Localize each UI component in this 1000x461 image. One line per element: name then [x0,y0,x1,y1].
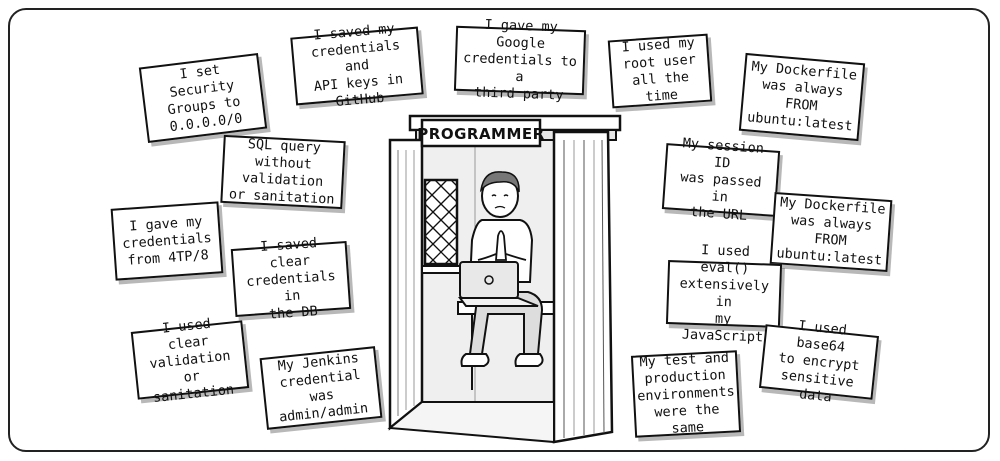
note-clear-validation: I used clear validation or sanitation [130,315,250,406]
note-text: I used base64 to encrypt sensitive data [777,317,861,405]
note-text: My Dockerfile was always FROM ubuntu:lat… [746,58,858,135]
note-root-user: I used my root user all the time [607,33,713,109]
note-dockerfile-2: My Dockerfile was always FROM ubuntu:lat… [769,191,893,273]
note-security-groups: I set Security Groups to 0.0.0.0/0 [138,52,268,144]
note-text: I saved clear credentials in the DB [245,234,337,323]
note-text: I set Security Groups to 0.0.0.0/0 [166,61,244,136]
note-eval-js: I used eval() extensively in my JavaScri… [665,242,783,345]
note-text: I gave my credentials from 4TP/8 [121,213,213,269]
note-base64: I used base64 to encrypt sensitive data [758,317,880,405]
note-text: My Dockerfile was always FROM ubuntu:lat… [775,194,887,269]
note-github-keys: I saved my credentials and API keys in G… [290,20,424,109]
note-session-id: My session ID was passed in the URL [661,135,781,223]
note-text: I saved my credentials and API keys in G… [310,20,404,110]
note-text: I used eval() extensively in my JavaScri… [679,242,770,346]
note-credentials-4tp8: I gave my credentials from 4TP/8 [110,201,224,281]
note-google-credentials: I gave my Google credentials to a third … [453,17,587,104]
booth-sign: PROGRAMMER [417,125,544,143]
note-clear-credentials-db: I saved clear credentials in the DB [230,235,352,322]
note-text: My test and production environments were… [636,349,736,437]
note-text: SQL query without validation or sanitati… [228,136,335,208]
note-jenkins: My Jenkins credential was admin/admin [259,346,383,430]
note-text: I gave my Google credentials to a third … [462,16,578,104]
note-text: I used my root user all the time [621,34,697,106]
note-text: I used clear validation or sanitation [148,315,235,406]
note-dockerfile-1: My Dockerfile was always FROM ubuntu:lat… [738,52,866,142]
note-test-production: My test and production environments were… [630,349,742,438]
note-text: My session ID was passed in the URL [679,134,765,224]
note-sql-query: SQL query without validation or sanitati… [220,134,346,210]
confession-booth: PROGRAMMER [380,110,630,450]
note-text: My Jenkins credential was admin/admin [277,349,369,426]
